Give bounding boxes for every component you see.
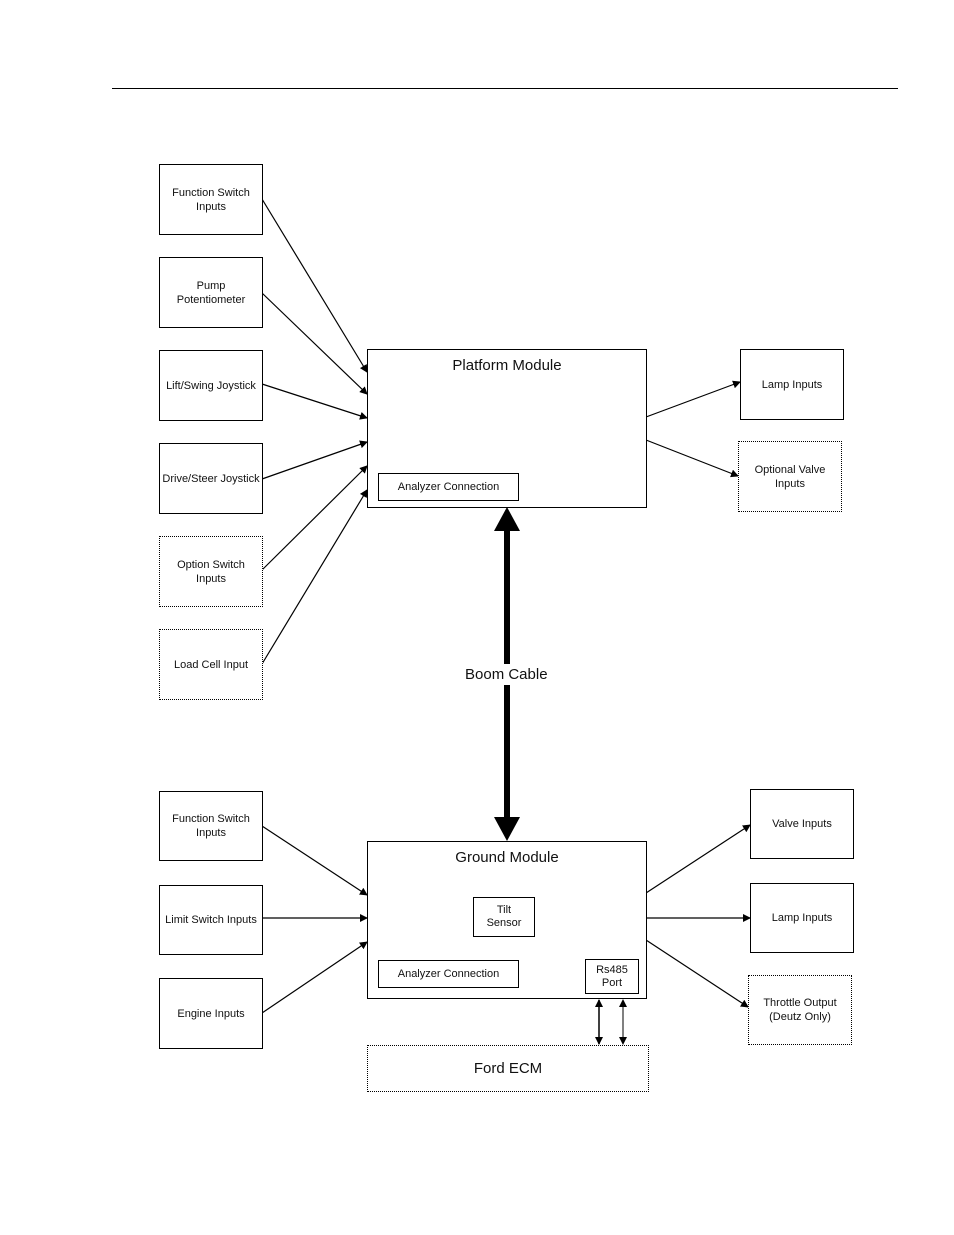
arrow-function-switch-to-platform: [261, 198, 368, 373]
ground-module: Ground Module Tilt Sensor Analyzer Conne…: [367, 841, 647, 999]
arrow-pump-pot-to-platform: [261, 292, 368, 395]
ground-module-title: Ground Module: [455, 849, 559, 866]
ford-ecm-box: Ford ECM: [367, 1045, 649, 1092]
lift-swing-joystick-box: Lift/Swing Joystick: [159, 350, 263, 421]
load-cell-input-box: Load Cell Input: [159, 629, 263, 700]
boom-cable-arrow-up: [494, 507, 520, 531]
boom-cable-arrow-down: [494, 817, 520, 841]
valve-inputs-box: Valve Inputs: [750, 789, 854, 859]
tilt-sensor-box: Tilt Sensor: [473, 897, 535, 937]
arrow-option-switch-to-platform: [261, 465, 368, 571]
arrow-drive-steer-to-platform: [261, 440, 368, 480]
limit-switch-inputs-box: Limit Switch Inputs: [159, 885, 263, 955]
header-rule: [112, 88, 898, 89]
arrow-ground-to-valve: [645, 824, 751, 894]
platform-analyzer-connection: Analyzer Connection: [378, 473, 519, 501]
arrow-platform-to-lamp: [645, 380, 741, 418]
throttle-output-box: Throttle Output (Deutz Only): [748, 975, 852, 1045]
option-switch-inputs-box: Option Switch Inputs: [159, 536, 263, 607]
optional-valve-inputs-box: Optional Valve Inputs: [738, 441, 842, 512]
ground-lamp-inputs-box: Lamp Inputs: [750, 883, 854, 953]
ground-function-switch-inputs-box: Function Switch Inputs: [159, 791, 263, 861]
boom-cable-label: Boom Cable: [461, 664, 552, 685]
arrow-load-cell-to-platform: [261, 489, 368, 665]
arrow-platform-to-optional-valve: [645, 439, 739, 478]
pump-potentiometer-box: Pump Potentiometer: [159, 257, 263, 328]
arrow-ground-to-throttle: [645, 939, 749, 1008]
ground-analyzer-connection: Analyzer Connection: [378, 960, 519, 988]
rs485-port-box: Rs485 Port: [585, 959, 639, 994]
platform-module: Platform Module Analyzer Connection: [367, 349, 647, 508]
arrow-engine-inputs: [261, 941, 368, 1014]
platform-function-switch-inputs-box: Function Switch Inputs: [159, 164, 263, 235]
engine-inputs-box: Engine Inputs: [159, 978, 263, 1049]
platform-lamp-inputs-box: Lamp Inputs: [740, 349, 844, 420]
arrow-lift-swing-to-platform: [261, 383, 368, 420]
arrow-ground-function-switch: [261, 825, 368, 896]
drive-steer-joystick-box: Drive/Steer Joystick: [159, 443, 263, 514]
platform-module-title: Platform Module: [452, 357, 562, 374]
